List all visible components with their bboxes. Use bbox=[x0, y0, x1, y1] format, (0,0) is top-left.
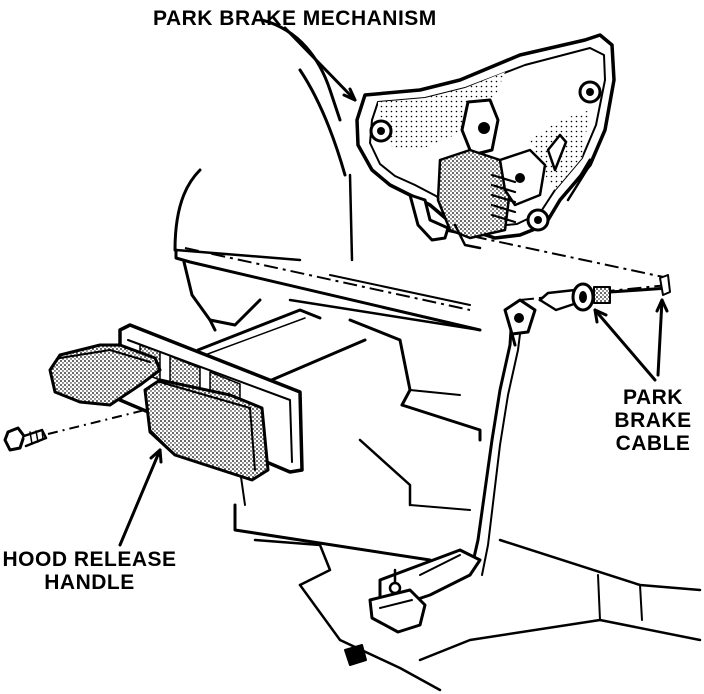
park-brake-mechanism bbox=[355, 33, 616, 250]
park-brake-cable-label-line-2: BRAKE bbox=[614, 409, 692, 432]
park-brake-cable-label: PARK BRAKE CABLE bbox=[613, 386, 693, 455]
park-brake-cable bbox=[468, 274, 671, 577]
hood-release-handle-label-line-2: HANDLE bbox=[44, 571, 135, 594]
screw-centerline bbox=[47, 409, 146, 435]
park-brake-cable-label-line-1: PARK bbox=[623, 386, 683, 409]
park-brake-pedal bbox=[344, 548, 482, 666]
hood-release-handle-label: HOOD RELEASE HANDLE bbox=[2, 548, 177, 594]
dashboard-structure bbox=[173, 18, 702, 692]
park-brake-cable-label-line-3: CABLE bbox=[615, 432, 691, 455]
leader-lines bbox=[118, 26, 669, 547]
park-brake-mechanism-label: PARK BRAKE MECHANISM bbox=[153, 7, 437, 30]
hood-release-assembly bbox=[3, 308, 367, 482]
hood-release-handle-label-line-1: HOOD RELEASE bbox=[2, 548, 177, 571]
